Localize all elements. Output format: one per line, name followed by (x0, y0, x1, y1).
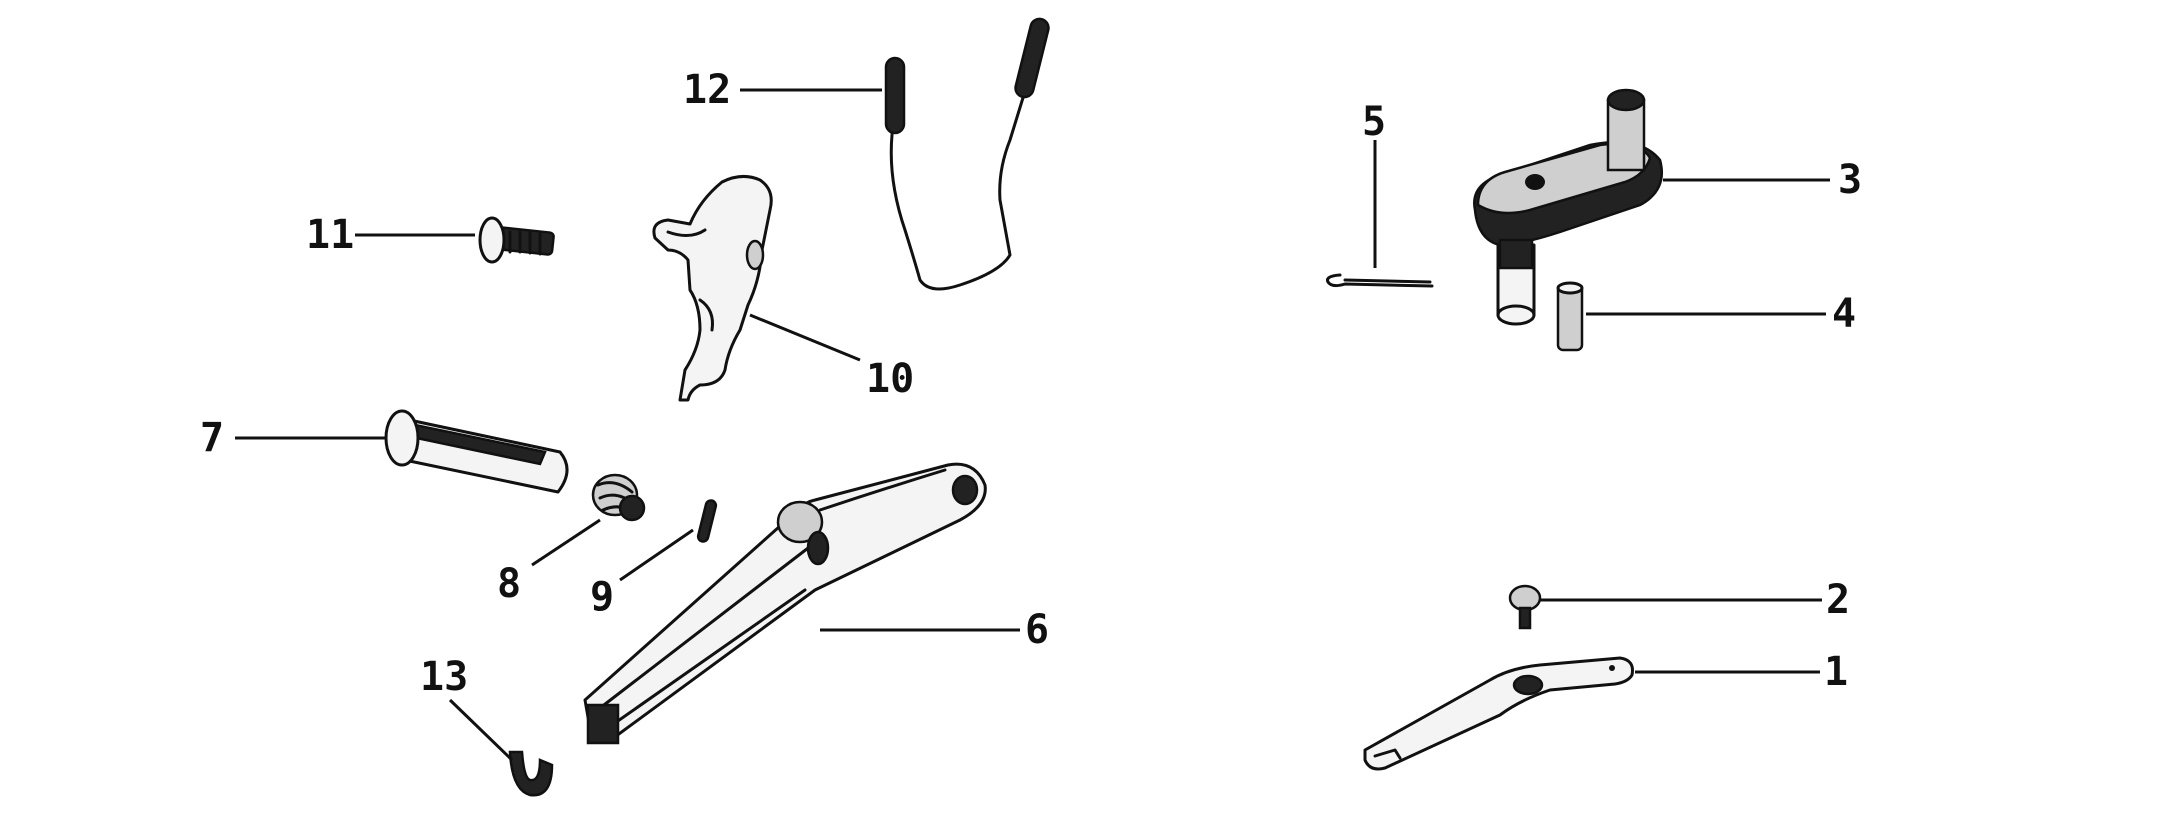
callout-9: 9 (590, 574, 614, 620)
part-9-roll-pin (696, 499, 718, 543)
part-2-screw (1508, 584, 1542, 630)
part-10-bracket (652, 175, 773, 402)
leader-lines (235, 88, 1830, 762)
leader-13 (448, 698, 514, 762)
callout-11: 11 (306, 212, 354, 258)
callout-4: 4 (1832, 291, 1856, 337)
callout-labels: 1 2 3 4 5 6 7 8 9 10 11 12 13 (200, 67, 1862, 700)
callout-13: 13 (420, 654, 468, 700)
part-8-spring (591, 473, 646, 522)
callout-3: 3 (1838, 157, 1862, 203)
callout-7: 7 (200, 415, 224, 461)
callout-6: 6 (1025, 607, 1049, 653)
part-3-crank-arm (1473, 88, 1663, 326)
part-4-bushing (1556, 281, 1584, 352)
leader-8 (531, 518, 601, 567)
leader-9 (619, 528, 694, 582)
part-12-wire-clip (884, 17, 1050, 291)
callout-8: 8 (497, 561, 521, 607)
part-5-cotter-pin (1326, 273, 1434, 288)
part-13-u-clip (508, 750, 554, 797)
callout-2: 2 (1826, 577, 1850, 623)
callout-12: 12 (683, 67, 731, 113)
part-6-lever-arm (583, 462, 987, 745)
part-11-screw (478, 216, 555, 264)
callout-5: 5 (1362, 99, 1386, 145)
part-7-pin (384, 409, 569, 494)
part-1-plate (1363, 656, 1634, 771)
leader-10 (749, 313, 861, 362)
callout-10: 10 (866, 356, 914, 402)
callout-1: 1 (1824, 649, 1848, 695)
